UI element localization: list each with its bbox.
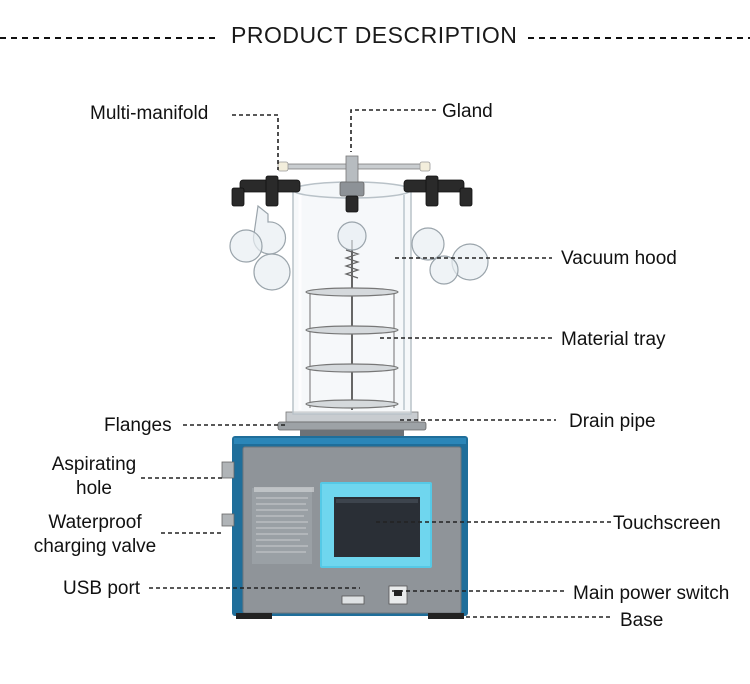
page-title: PRODUCT DESCRIPTION — [231, 22, 518, 48]
label-aspirating-line1: Aspirating — [51, 454, 137, 475]
label-waterproof-charging-valve: Waterproof charging valve — [28, 511, 162, 559]
gland — [277, 155, 431, 197]
material-tray-rack — [305, 240, 399, 410]
label-usb-port: USB port — [63, 578, 141, 599]
leader-multi-manifold — [232, 114, 279, 170]
leader-gland — [350, 109, 436, 152]
aspirating-hole — [221, 461, 235, 479]
usb-port — [341, 595, 365, 605]
touchscreen-panel — [320, 482, 432, 568]
label-main-power-switch: Main power switch — [573, 583, 730, 604]
waterproof-valve — [221, 513, 235, 527]
label-aspirating-line2: hole — [76, 478, 112, 499]
label-multi-manifold: Multi-manifold — [90, 103, 209, 124]
label-waterproof-line1: Waterproof — [48, 512, 142, 533]
label-material-tray: Material tray — [561, 329, 666, 350]
label-vacuum-hood: Vacuum hood — [561, 248, 677, 269]
label-aspirating-hole: Aspirating hole — [46, 453, 142, 501]
flasks — [229, 204, 489, 291]
label-base: Base — [620, 610, 664, 631]
label-drain-pipe: Drain pipe — [569, 411, 656, 432]
label-waterproof-line2: charging valve — [33, 536, 157, 557]
label-flanges: Flanges — [104, 415, 172, 436]
label-touchscreen: Touchscreen — [613, 513, 721, 534]
flange — [277, 411, 427, 436]
multi-manifold — [231, 175, 473, 213]
label-gland: Gland — [442, 101, 493, 122]
